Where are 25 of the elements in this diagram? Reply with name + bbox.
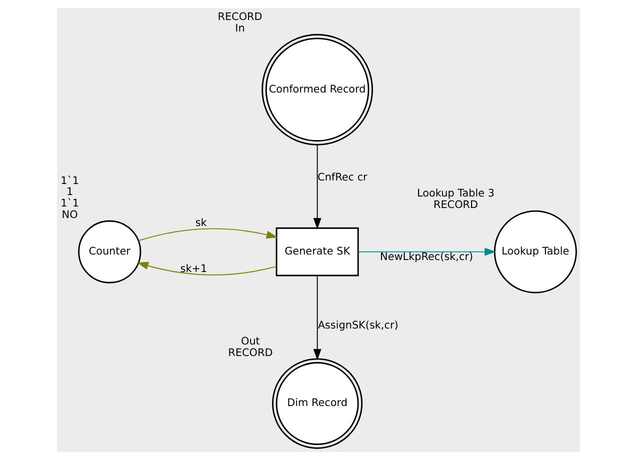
arrow bbox=[138, 228, 278, 242]
edge-label: NewLkpRec(sk,cr) bbox=[380, 251, 474, 264]
arrow bbox=[358, 248, 496, 256]
node-label: NO bbox=[62, 208, 78, 221]
node-label: Lookup Table 3 bbox=[417, 188, 495, 200]
arrow bbox=[137, 262, 277, 276]
node-box: Generate SK bbox=[276, 227, 359, 276]
edge-label: AssignSK(sk,cr) bbox=[318, 319, 398, 332]
arrow bbox=[313, 275, 322, 360]
edge-label: sk+1 bbox=[180, 262, 208, 275]
node-circle: Lookup Table bbox=[494, 210, 577, 294]
edge-label: CnfRec cr bbox=[318, 172, 368, 184]
node-label: 1`1 bbox=[60, 174, 80, 187]
node-label: 1 bbox=[66, 186, 74, 198]
node-label: RECORD bbox=[218, 11, 262, 24]
node-label: Out bbox=[241, 336, 260, 348]
node-circle: Dim Record bbox=[272, 358, 363, 449]
node-circle: Conformed Record bbox=[262, 34, 374, 146]
node-label: In bbox=[235, 22, 245, 35]
node-label: RECORD bbox=[228, 346, 273, 359]
node-label: 1`1 bbox=[60, 198, 80, 210]
node-circle: Counter bbox=[78, 220, 142, 284]
edge-label: sk bbox=[195, 216, 207, 229]
arrow bbox=[313, 144, 322, 230]
node-label: RECORD bbox=[433, 199, 478, 211]
